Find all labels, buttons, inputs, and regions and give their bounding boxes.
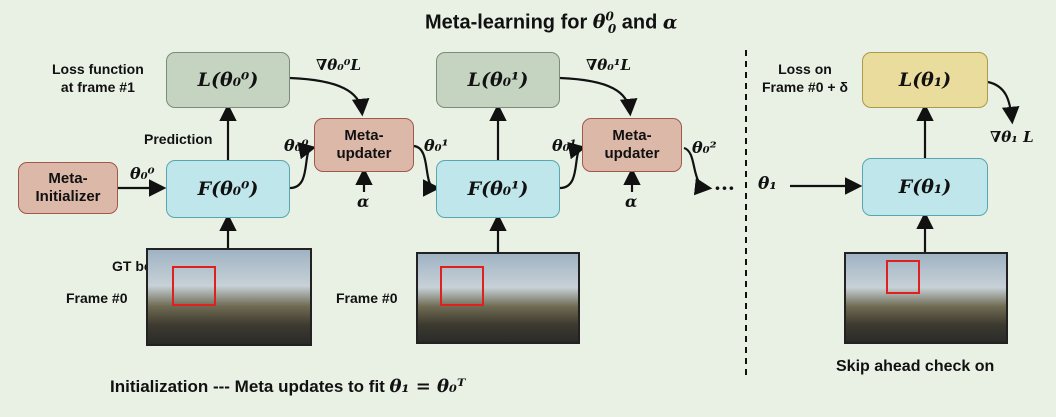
meta-initializer-label: Meta- Initializer xyxy=(35,170,101,205)
frame0-label-b: Frame #0 xyxy=(336,290,398,306)
net-3-label: F(θ₁) xyxy=(898,176,952,198)
loss-1-label: L(θ₀⁰) xyxy=(197,69,259,91)
meta-updater-1-label: Meta- updater xyxy=(336,127,392,162)
ellipsis: ··· xyxy=(714,176,735,200)
gt-bounding-box-2 xyxy=(440,266,484,306)
initialization-caption: Initialization --- Meta updates to fit θ… xyxy=(110,376,465,397)
video-frame-3 xyxy=(844,252,1008,344)
net-1-label: F(θ₀⁰) xyxy=(197,178,259,200)
gradient-label-3: ∇θ₁ L xyxy=(990,128,1034,146)
video-frame-2 xyxy=(416,252,580,344)
loss-box-3: L(θ₁) xyxy=(862,52,988,108)
video-frame-1 xyxy=(146,248,312,346)
arrow-net1-to-meta1 xyxy=(289,142,317,190)
meta-updater-2-label: Meta- updater xyxy=(604,127,660,162)
arrow-net2-to-meta2 xyxy=(559,142,587,190)
alpha-label-2: α xyxy=(625,192,638,211)
meta-updater-box-2: Meta- updater xyxy=(582,118,682,172)
network-box-3: F(θ₁) xyxy=(862,158,988,216)
meta-initializer-box: Meta- Initializer xyxy=(18,162,118,214)
initialization-equation: θ₁ = θ₀ᵀ xyxy=(389,376,466,397)
loss-box-2: L(θ₀¹) xyxy=(436,52,560,108)
loss-3-label: L(θ₁) xyxy=(898,69,952,91)
gt-bounding-box-1 xyxy=(172,266,216,306)
prediction-label: Prediction xyxy=(144,131,213,147)
title-text: Meta-learning for xyxy=(425,11,593,34)
theta01-output-label: θ₀¹ xyxy=(424,136,449,155)
gradient-label-2: ∇θ₀¹L xyxy=(586,56,631,74)
gt-bounding-box-3 xyxy=(886,260,920,294)
diagram-title: Meta-learning for θ00 and α xyxy=(425,10,678,36)
network-box-2: F(θ₀¹) xyxy=(436,160,560,218)
loss-box-1: L(θ₀⁰) xyxy=(166,52,290,108)
arrow-meta2-to-ellipsis xyxy=(683,146,713,196)
loss-function-label: Loss function at frame #1 xyxy=(52,61,144,95)
theta01-side-label: θ₀¹ xyxy=(552,136,577,155)
alpha-label-1: α xyxy=(357,192,370,211)
title-theta: θ00 xyxy=(592,10,617,37)
arrow-loss1-to-meta1 xyxy=(289,76,370,117)
loss-on-label: Loss on Frame #0 + δ xyxy=(762,61,848,95)
arrow-meta1-to-net2 xyxy=(413,144,441,197)
loss-2-label: L(θ₀¹) xyxy=(467,69,529,91)
frame0-label-a: Frame #0 xyxy=(66,290,128,306)
theta02-output-label: θ₀² xyxy=(692,138,717,157)
theta00-input-label: θ₀⁰ xyxy=(130,164,155,183)
initialization-text: Initialization --- Meta updates to fit xyxy=(110,377,390,396)
arrow-loss2-to-meta2 xyxy=(559,76,638,117)
title-and: and xyxy=(616,11,663,34)
theta00-side-label: θ₀⁰ xyxy=(284,136,309,155)
network-box-1: F(θ₀⁰) xyxy=(166,160,290,218)
theta1-label: θ₁ xyxy=(758,174,777,194)
meta-updater-box-1: Meta- updater xyxy=(314,118,414,172)
net-2-label: F(θ₀¹) xyxy=(467,178,529,200)
skip-ahead-label: Skip ahead check on xyxy=(836,358,995,375)
gradient-label-1: ∇θ₀⁰L xyxy=(316,56,361,74)
title-alpha: α xyxy=(662,11,678,34)
arrow-loss3-to-grad xyxy=(987,80,1020,125)
